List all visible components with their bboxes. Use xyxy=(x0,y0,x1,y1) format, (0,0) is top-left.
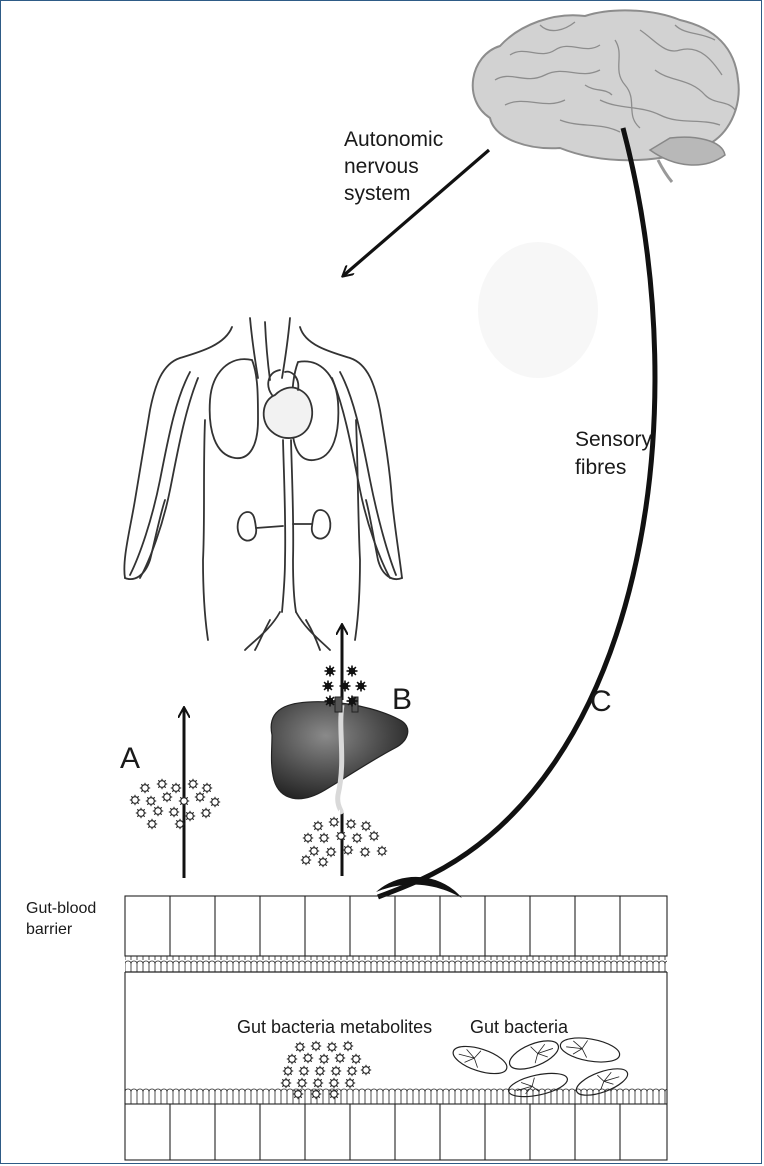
brain-icon xyxy=(473,10,739,182)
barrier-label-line1: Gut-blood xyxy=(26,898,96,919)
gut-blood-barrier-label: Gut-blood barrier xyxy=(26,898,96,940)
autonomic-nervous-system-label: Autonomic nervous system xyxy=(344,126,443,207)
gut-blood-barrier xyxy=(125,896,667,956)
lower-epithelium xyxy=(125,1104,667,1160)
autonomic-label-line1: Autonomic xyxy=(344,126,443,153)
pathway-a-label: A xyxy=(120,742,140,776)
metabolite-cluster-liver-in xyxy=(301,817,387,867)
body-circulation-icon xyxy=(124,318,402,650)
autonomic-label-line2: nervous xyxy=(344,153,443,180)
pathway-b-label: B xyxy=(392,683,412,717)
gut-bacteria-label: Gut bacteria xyxy=(470,1017,568,1038)
upper-villi xyxy=(125,956,667,972)
metabolite-cluster-liver-out xyxy=(323,666,367,707)
sensory-fibre-curve xyxy=(378,128,655,897)
sensory-label-line1: Sensory xyxy=(575,426,652,454)
sensory-fibres-label: Sensory fibres xyxy=(575,426,652,482)
gut-bacteria-metabolites-label: Gut bacteria metabolites xyxy=(237,1017,432,1038)
barrier-label-line2: barrier xyxy=(26,919,96,940)
liver-icon xyxy=(271,697,408,812)
sensory-label-line2: fibres xyxy=(575,454,652,482)
metabolite-cluster-a xyxy=(130,779,220,829)
faint-circle xyxy=(478,242,598,378)
autonomic-label-line3: system xyxy=(344,180,443,207)
lower-villi xyxy=(125,1088,667,1104)
pathway-c-label: C xyxy=(590,685,612,719)
